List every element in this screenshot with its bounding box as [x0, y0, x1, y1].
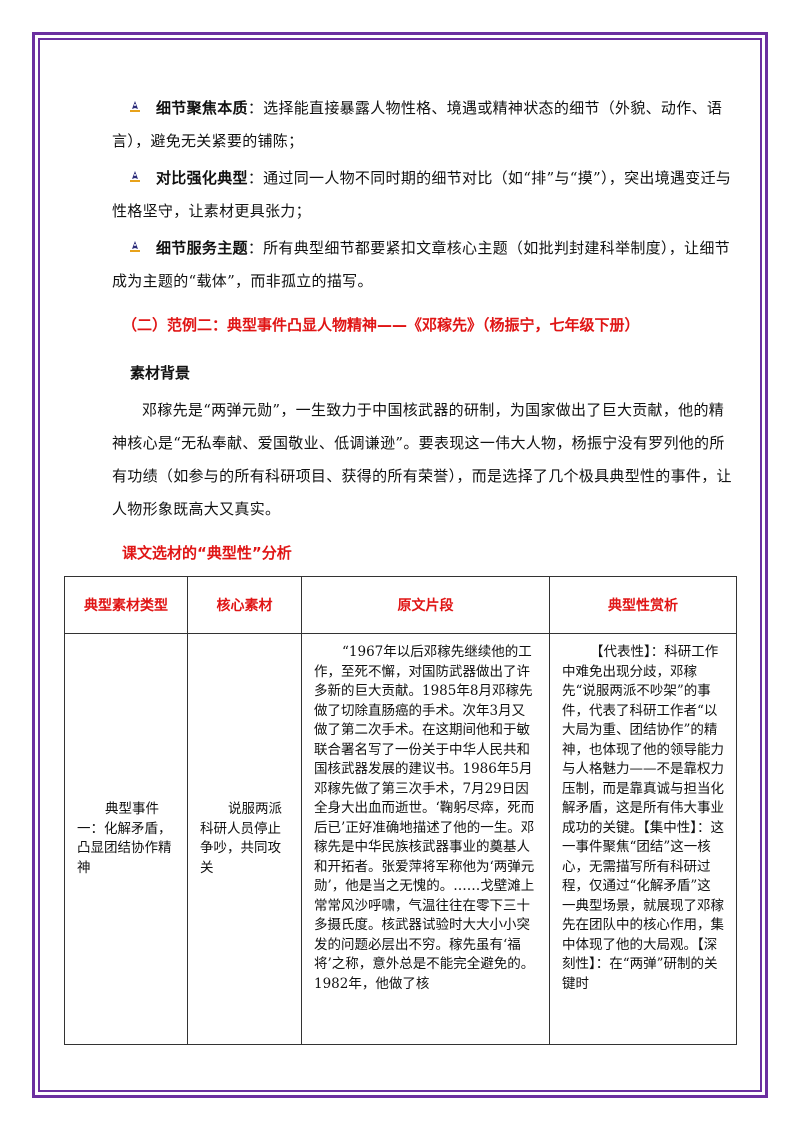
bullet-text: ：选择能直接暴露人物性格、境遇或精神状态的细节（外貌、动作、语言），避免无关紧要… — [112, 99, 723, 150]
column-header: 典型素材类型 — [64, 576, 188, 634]
bullet-item: 对比强化典型：通过同一人物不同时期的细节对比（如“排”与“摸”），突出境遇变迁与… — [112, 162, 734, 228]
bullet-item: 细节聚焦本质：选择能直接暴露人物性格、境遇或精神状态的细节（外貌、动作、语言），… — [112, 92, 734, 158]
page-border-inner — [38, 38, 762, 1092]
cell-analysis: 【代表性】：科研工作中难免出现分歧，邓稼先“说服两派不吵架”的事件，代表了科研工… — [549, 633, 737, 1045]
bullet-item: 细节服务主题：所有典型细节都要紧扣文章核心主题（如批判封建科举制度），让细节成为… — [112, 232, 734, 298]
pen-nib-icon — [128, 170, 142, 184]
column-header: 核心素材 — [187, 576, 302, 634]
analysis-table: 典型素材类型 核心素材 原文片段 典型性赏析 典型事件一：化解矛盾，凸显团结协作… — [64, 576, 737, 1045]
page-border-outer — [32, 32, 768, 1098]
pen-nib-icon — [128, 240, 142, 254]
sub-heading: 素材背景 — [130, 364, 191, 382]
column-header: 原文片段 — [301, 576, 550, 634]
background-paragraph: 邓稼先是“两弹元勋”，一生致力于中国核武器的研制，为国家做出了巨大贡献，他的精神… — [112, 401, 732, 518]
column-header: 典型性赏析 — [549, 576, 737, 634]
excerpt-text: “1967年以后邓稼先继续他的工作，至死不懈，对国防武器做出了许多新的巨大贡献。… — [314, 644, 535, 992]
cell-excerpt: “1967年以后邓稼先继续他的工作，至死不懈，对国防武器做出了许多新的巨大贡献。… — [301, 633, 550, 1045]
bullet-text: ：通过同一人物不同时期的细节对比（如“排”与“摸”），突出境遇变迁与性格坚守，让… — [112, 169, 732, 220]
cell-core-material: 说服两派科研人员停止争吵，共同攻关 — [187, 633, 302, 1045]
bullet-label: 细节聚焦本质 — [156, 99, 248, 117]
table-row: 典型事件一：化解矛盾，凸显团结协作精神 说服两派科研人员停止争吵，共同攻关 “1… — [64, 633, 737, 1045]
bullet-label: 细节服务主题 — [156, 239, 248, 257]
table-title: 课文选材的“典型性”分析 — [122, 544, 292, 562]
section-heading: （二）范例二：典型事件凸显人物精神——《邓稼先》（杨振宁，七年级下册） — [122, 316, 640, 334]
cell-material-type: 典型事件一：化解矛盾，凸显团结协作精神 — [64, 633, 188, 1045]
bullet-text: ：所有典型细节都要紧扣文章核心主题（如批判封建科举制度），让细节成为主题的“载体… — [112, 239, 730, 290]
pen-nib-icon — [128, 100, 142, 114]
bullet-label: 对比强化典型 — [156, 169, 248, 187]
table-header-row: 典型素材类型 核心素材 原文片段 典型性赏析 — [64, 576, 737, 634]
analysis-text: 【代表性】：科研工作中难免出现分歧，邓稼先“说服两派不吵架”的事件，代表了科研工… — [562, 644, 724, 992]
